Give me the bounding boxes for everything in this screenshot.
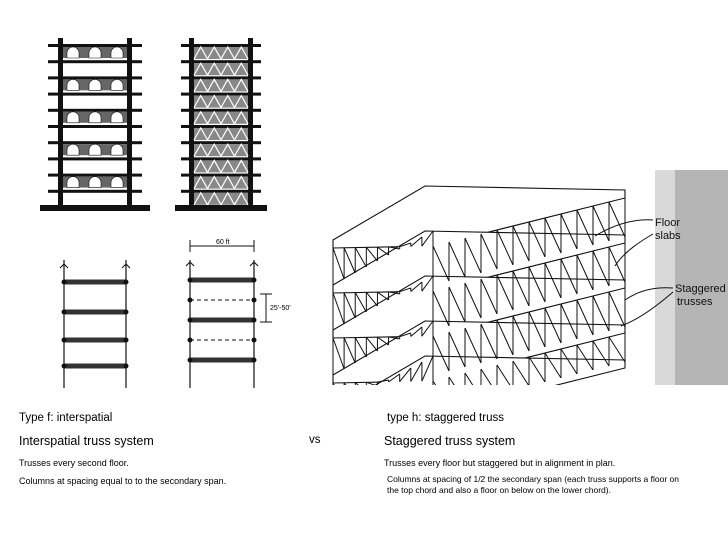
- callout-staggered-trusses-line2: trusses: [677, 296, 713, 308]
- staggered-system-title: Staggered truss system: [384, 434, 516, 448]
- staggered-type-label: type h: staggered truss: [387, 412, 504, 424]
- interspatial-system-title: Interspatial truss system: [19, 434, 154, 448]
- interspatial-line1: Trusses every second floor.: [19, 458, 129, 468]
- staggered-line1: Trusses every floor but staggered but in…: [384, 458, 616, 468]
- interspatial-elevation-drawing: [40, 38, 150, 211]
- staggered-plan-drawing: 60 ft 25'-50': [185, 239, 291, 388]
- callout-floor-slabs-line2: slabs: [655, 230, 681, 242]
- plan-side-dimension: 25'-50': [270, 305, 291, 312]
- plan-top-dimension: 60 ft: [216, 239, 230, 246]
- callout-floor-slabs-line1: Floor: [655, 217, 680, 229]
- interspatial-type-label: Type f: interspatial: [19, 412, 113, 424]
- staggered-truss-isometric-drawing: Floor slabs Staggered trusses: [332, 170, 728, 385]
- callout-staggered-trusses-line1: Staggered: [675, 283, 726, 295]
- staggered-line2: Columns at spacing of 1/2 the secondary …: [387, 474, 679, 495]
- staggered-elevation-drawing: [175, 38, 267, 211]
- interspatial-line2: Columns at spacing equal to to the secon…: [19, 476, 227, 486]
- vs-label: vs: [309, 434, 321, 446]
- interspatial-plan-drawing: [59, 260, 131, 388]
